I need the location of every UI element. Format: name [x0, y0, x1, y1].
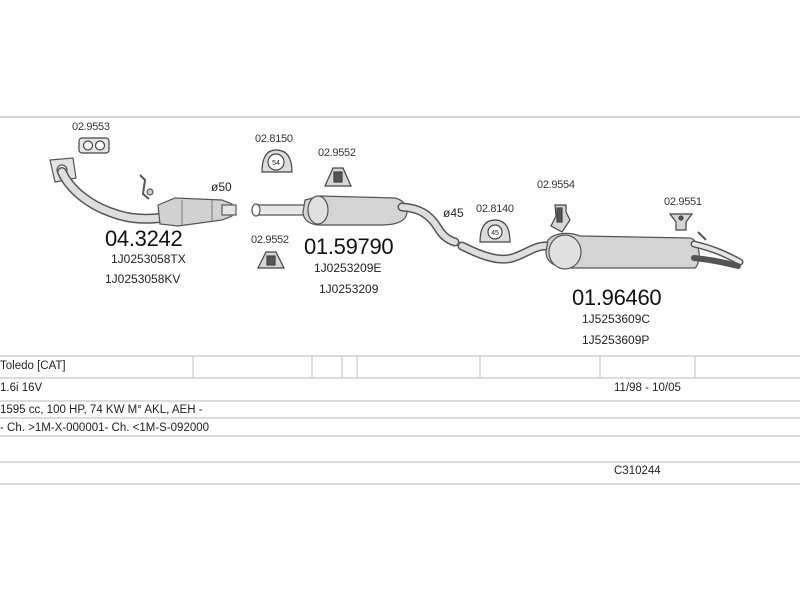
vehicle-model: Toledo [CAT]: [0, 360, 66, 372]
vehicle-engine: 1.6i 16V: [0, 382, 43, 394]
fitting-label: 02.9552: [318, 147, 356, 159]
hanger-02-8140-icon: 45: [479, 219, 511, 243]
catalog-ref: C310244: [614, 465, 661, 477]
fitting-label: 02.8150: [255, 133, 293, 145]
oem-number: 1J0253209: [319, 282, 379, 296]
oem-number: 1J5253609P: [582, 333, 650, 347]
mount-02-9554-icon: [550, 204, 571, 233]
catalyst-04-3242-icon: [49, 157, 237, 227]
mount-02-9551-icon: [668, 213, 694, 231]
hanger-02-8140-badge: 45: [491, 230, 499, 237]
diameter-label: ø45: [443, 206, 464, 220]
fitting-label: 02.9551: [664, 196, 702, 208]
fitting-label: 02.9554: [537, 179, 575, 191]
clamp-02-9552-top-icon: [324, 167, 352, 187]
hanger-02-8150-badge: 54: [272, 160, 280, 167]
silencer-01-59790-icon: [251, 195, 460, 247]
fitting-label: 02.9553: [72, 121, 110, 133]
part-number: 04.3242: [105, 226, 183, 251]
fitting-label: 02.9552: [251, 234, 289, 246]
diameter-label: ø50: [211, 180, 232, 194]
fitting-label: 02.8140: [476, 203, 514, 215]
part-number: 01.96460: [572, 285, 662, 310]
hanger-02-8150-icon: 54: [261, 149, 293, 173]
clamp-02-9552-bottom-icon: [257, 251, 285, 269]
oem-number: 1J0253058TX: [111, 252, 186, 266]
silencer-01-96460-icon: [457, 231, 744, 270]
table-grid: [0, 355, 800, 485]
gasket-02-9553-icon: [78, 137, 110, 154]
oem-number: 1J0253209E: [314, 261, 382, 275]
vehicle-specs: 1595 cc, 100 HP, 74 KW M° AKL, AEH -: [0, 404, 203, 416]
vehicle-years: 11/98 - 10/05: [614, 382, 681, 394]
oem-number: 1J0253058KV: [105, 272, 181, 286]
oem-number: 1J5253609C: [582, 312, 651, 326]
part-number: 01.59790: [304, 234, 394, 259]
vehicle-chassis: - Ch. >1M-X-000001- Ch. <1M-S-092000: [0, 422, 210, 434]
